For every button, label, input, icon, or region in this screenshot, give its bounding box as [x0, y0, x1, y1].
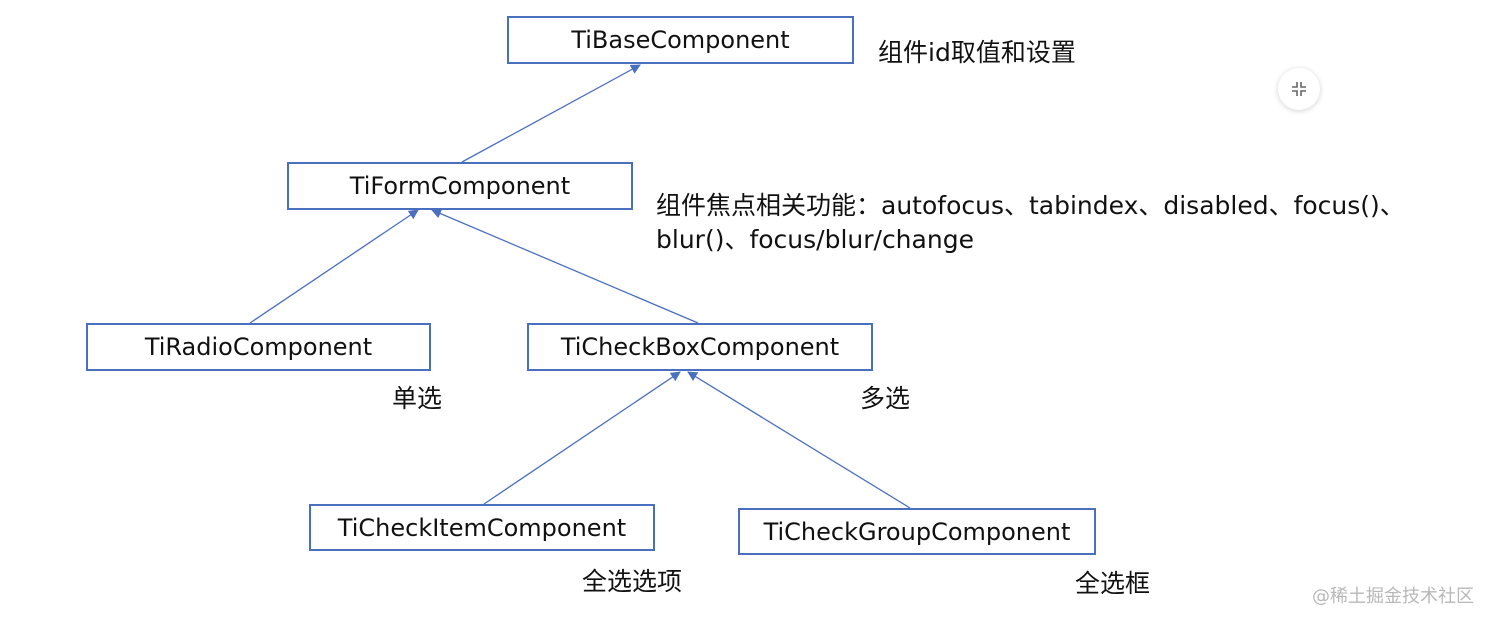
node-ti-form-component: TiFormComponent	[287, 162, 633, 210]
note-form-line-1: 组件焦点相关功能：autofocus、tabindex、disabled、foc…	[656, 191, 1405, 220]
node-ti-base-component: TiBaseComponent	[507, 16, 854, 64]
edge-checkbox-to-form	[431, 208, 699, 324]
node-ti-checkbox-component: TiCheckBoxComponent	[527, 323, 873, 371]
note-checkgroup: 全选框	[1075, 569, 1151, 598]
node-ti-checkgroup-component: TiCheckGroupComponent	[738, 508, 1096, 555]
edge-checkgroup-to-checkbox	[687, 371, 911, 509]
edge-form-to-base	[461, 64, 641, 163]
note-radio: 单选	[392, 384, 443, 413]
node-ti-checkitem-component: TiCheckItemComponent	[309, 504, 655, 551]
note-checkitem: 全选选项	[582, 567, 683, 596]
node-ti-radio-component: TiRadioComponent	[86, 323, 431, 371]
edge-radio-to-form	[249, 209, 419, 324]
note-base: 组件id取值和设置	[878, 38, 1076, 67]
note-checkbox: 多选	[860, 384, 911, 413]
watermark: @稀土掘金技术社区	[1312, 586, 1474, 607]
collapse-icon	[1292, 82, 1306, 96]
edge-checkitem-to-checkbox	[483, 371, 681, 505]
note-form-line-2: blur()、focus/blur/change	[656, 225, 974, 254]
collapse-button[interactable]	[1278, 68, 1320, 110]
